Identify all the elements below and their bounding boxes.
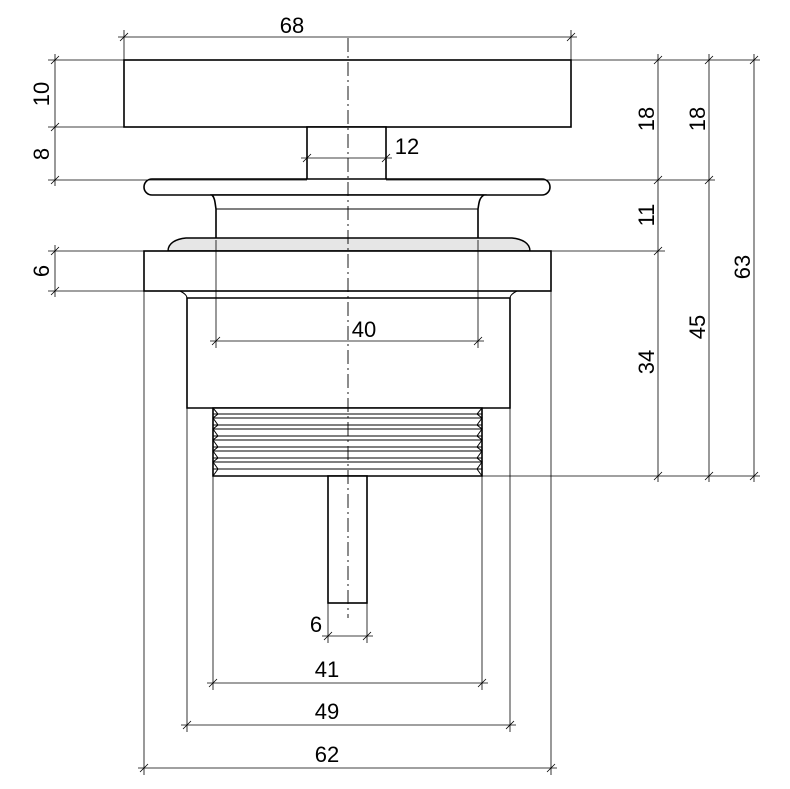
pin [327,475,368,604]
dimension-labels: 68 12 10 8 6 18 11 34 18 45 63 40 6 41 4… [29,13,755,767]
dim-inner-40-label: 40 [352,317,376,342]
dim-flange-height-label: 6 [29,265,54,277]
dim-upper-18-a-label: 18 [634,107,659,131]
part-outline [123,59,572,604]
dim-flange-62-label: 62 [315,742,339,767]
dim-stem-width-label: 12 [395,134,419,159]
dim-upper-18-b-label: 18 [685,107,710,131]
dim-thread-41-label: 41 [315,657,339,682]
dim-cap-height-label: 10 [29,82,54,106]
dim-body-49-label: 49 [315,699,339,724]
dim-pin-width-label: 6 [310,612,322,637]
lip [143,178,551,196]
stem [306,126,387,181]
top-cap [123,59,572,128]
flange [143,250,552,292]
dim-body-height-label: 34 [634,350,659,374]
dimension-ticks [50,32,759,773]
dim-overall-45-label: 45 [685,315,710,339]
body [186,297,511,409]
dim-top-width-label: 68 [280,13,304,38]
body-neck [179,290,518,299]
gasket [167,237,531,252]
dim-stem-height-label: 8 [29,148,54,160]
dim-overall-63-label: 63 [730,255,755,279]
thread-lines [212,407,483,477]
dim-dome-height-label: 11 [634,204,659,227]
dimension-lines [48,30,760,775]
